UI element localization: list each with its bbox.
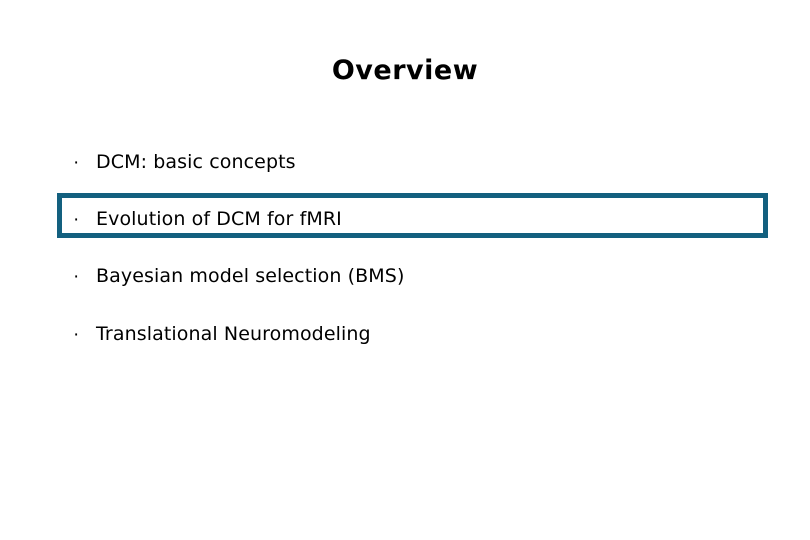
bullet-dot-icon: · xyxy=(73,151,80,173)
page-title: Overview xyxy=(331,55,479,86)
highlight-box-current-topic xyxy=(57,193,768,238)
bullet-dot-icon: · xyxy=(73,323,80,345)
bullet-dot-icon: · xyxy=(73,208,80,230)
list-item-label: Translational Neuromodeling xyxy=(96,323,371,345)
list-item-label: DCM: basic concepts xyxy=(96,151,296,173)
list-item[interactable]: · DCM: basic concepts xyxy=(62,140,762,184)
list-item-label: Evolution of DCM for fMRI xyxy=(96,208,342,230)
list-item[interactable]: · Translational Neuromodeling xyxy=(62,312,762,356)
list-item-label: Bayesian model selection (BMS) xyxy=(96,265,405,287)
list-item[interactable]: · Bayesian model selection (BMS) xyxy=(62,254,762,298)
bullet-dot-icon: · xyxy=(73,265,80,287)
list-item[interactable]: · Evolution of DCM for fMRI xyxy=(62,197,762,241)
